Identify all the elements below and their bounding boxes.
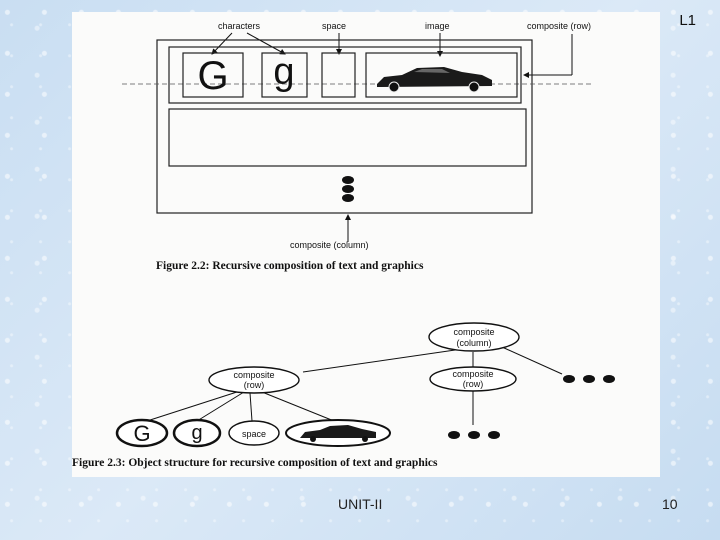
node-composite-row-right (429, 366, 517, 392)
second-row-box (168, 108, 527, 167)
figure-2-3: composite (column) composite (row) compo… (72, 322, 615, 469)
char-box-g (261, 52, 308, 98)
right-line1: composite (452, 369, 493, 379)
scanned-figure-page: characters space image composite (row) G… (72, 12, 660, 477)
label-composite-row: composite (row) (527, 21, 591, 31)
leaf-space-label: space (242, 429, 266, 439)
leaf-car-image (300, 425, 376, 442)
car-image (377, 67, 492, 93)
right-line2: (row) (463, 379, 484, 389)
leaf-G (115, 418, 169, 448)
leaf-G-glyph: G (133, 421, 150, 446)
glyph-g: g (273, 51, 294, 93)
root-line2: (column) (456, 338, 491, 348)
node-composite-column (428, 322, 520, 352)
space-box (321, 52, 356, 98)
leaf-g (172, 418, 222, 448)
label-space: space (322, 21, 346, 31)
slide-corner-label: L1 (679, 12, 696, 29)
page-number: 10 (662, 496, 678, 512)
label-image: image (425, 21, 450, 31)
glyph-G: G (197, 54, 228, 98)
footer-unit-label: UNIT-II (338, 496, 383, 512)
composite-row-frame (168, 46, 522, 104)
left-line2: (row) (244, 380, 265, 390)
label-composite-column: composite (column) (290, 240, 369, 250)
root-line1: composite (453, 327, 494, 337)
figures-svg: characters space image composite (row) G… (72, 21, 615, 469)
composite-column-frame (156, 39, 533, 214)
figure-2-2-caption: Figure 2.2: Recursive composition of tex… (156, 260, 424, 272)
figure-2-3-caption: Figure 2.3: Object structure for recursi… (72, 457, 438, 469)
label-characters: characters (218, 21, 261, 31)
leaf-space (228, 420, 280, 446)
node-composite-row-left (208, 366, 300, 394)
figure-2-2: characters space image composite (row) G… (122, 21, 592, 272)
char-box-G (182, 52, 244, 98)
left-line1: composite (233, 370, 274, 380)
leaf-g-glyph: g (191, 422, 202, 444)
image-box (365, 52, 518, 98)
